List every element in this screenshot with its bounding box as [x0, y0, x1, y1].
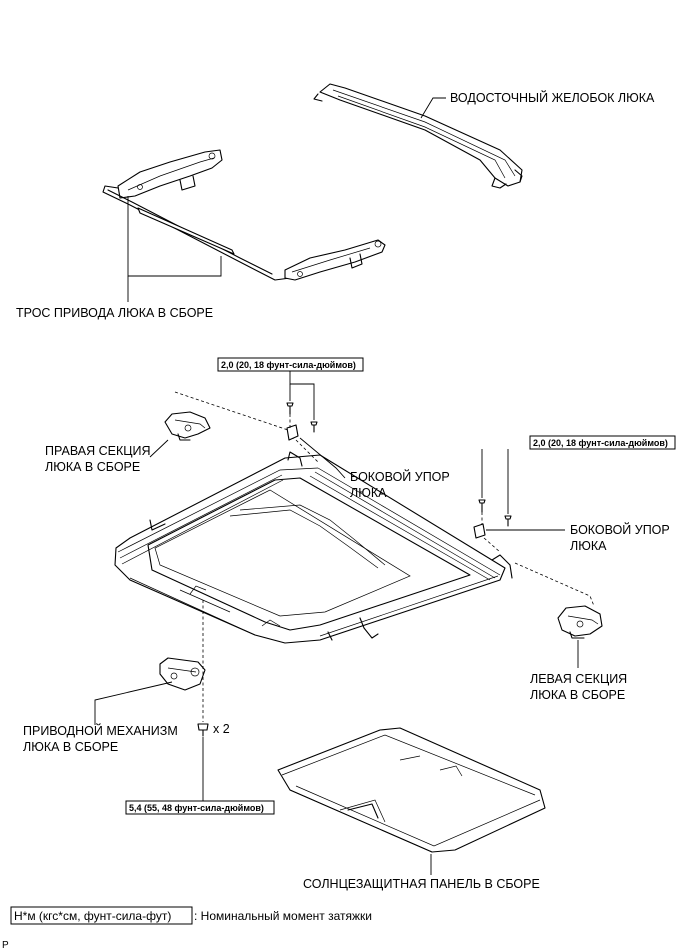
- legend-unit-box: Н*м (кгс*см, фунт-сила-фут): [14, 909, 171, 923]
- rh-section-leader: [149, 439, 169, 458]
- side-stop-left-label-2: ЛЮКА: [350, 486, 387, 500]
- torque-box-right: 2,0 (20, 18 фунт-сила-дюймов): [529, 435, 676, 450]
- torque-box-left: 2,0 (20, 18 фунт-сила-дюймов): [217, 357, 364, 372]
- drive-gear-leader: [94, 681, 173, 725]
- legend: Н*м (кгс*см, фунт-сила-фут) : Номинальны…: [10, 906, 372, 925]
- lh-section-label-2: ЛЮКА В СБОРЕ: [530, 688, 625, 702]
- torque-value-gear: 5,4 (55, 48 фунт-сила-дюймов): [129, 803, 264, 813]
- side-stop-right-label-2: ЛЮКА: [570, 539, 607, 553]
- drive-cable-label: ТРОС ПРИВОДА ЛЮКА В СБОРЕ: [16, 306, 213, 320]
- drive-cable-leader: [127, 196, 222, 277]
- drive-cable-part: [102, 149, 386, 281]
- torque-value-left: 2,0 (20, 18 фунт-сила-дюймов): [221, 360, 356, 370]
- drive-gear-part: [159, 600, 209, 737]
- drip-channel-label: ВОДОСТОЧНЫЙ ЖЕЛОБОК ЛЮКА: [450, 90, 655, 105]
- torque-value-right: 2,0 (20, 18 фунт-сила-дюймов): [533, 438, 668, 448]
- side-stop-left-label-1: БОКОВОЙ УПОР: [350, 469, 450, 484]
- side-stop-left-part: [286, 402, 319, 463]
- drive-gear-label-2: ЛЮКА В СБОРЕ: [23, 740, 118, 754]
- corner-mark: P: [2, 940, 9, 951]
- sunshade-panel-part: [277, 727, 546, 853]
- sunshade-panel-label: СОЛНЦЕЗАЩИТНАЯ ПАНЕЛЬ В СБОРЕ: [303, 877, 540, 891]
- rh-section-part: [164, 411, 211, 441]
- drive-gear-label-1: ПРИВОДНОЙ МЕХАНИЗМ: [23, 723, 178, 738]
- lh-section-dashline: [514, 562, 595, 607]
- rh-section-label-1: ПРАВАЯ СЕКЦИЯ: [45, 444, 151, 458]
- lh-section-part: [557, 605, 603, 639]
- drip-channel-leader: [420, 97, 446, 119]
- legend-description: : Номинальный момент затяжки: [194, 909, 372, 923]
- sunroof-frame-part: [114, 451, 513, 644]
- quantity-label: x 2: [213, 722, 230, 736]
- drip-channel-part: [313, 83, 523, 189]
- rh-section-label-2: ЛЮКА В СБОРЕ: [45, 460, 140, 474]
- torque-left-leader: [289, 371, 315, 420]
- torque-box-gear: 5,4 (55, 48 фунт-сила-дюймов): [125, 800, 275, 815]
- side-stop-right-label-1: БОКОВОЙ УПОР: [570, 522, 670, 537]
- lh-section-label-1: ЛЕВАЯ СЕКЦИЯ: [530, 672, 627, 686]
- side-stop-right-part: [473, 499, 512, 553]
- side-stop-left-leader: [299, 437, 346, 479]
